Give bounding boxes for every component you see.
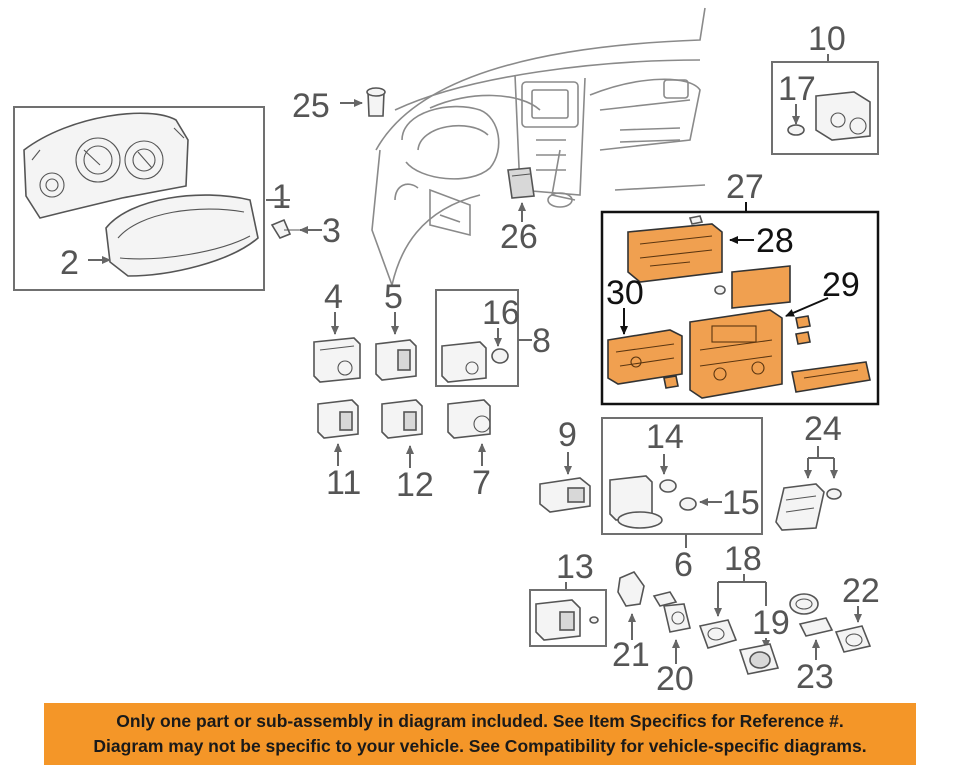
callout-15: 15 — [722, 484, 760, 522]
callout-7: 7 — [472, 464, 491, 502]
part-2-cluster-lens — [105, 194, 259, 277]
callout-26: 26 — [500, 218, 538, 256]
callout-5: 5 — [384, 278, 403, 316]
callout-9: 9 — [558, 416, 577, 454]
part-4-switch — [313, 337, 361, 383]
part-23-ring — [789, 593, 834, 637]
callout-28: 28 — [756, 222, 794, 260]
callout-12: 12 — [396, 466, 434, 504]
callout-21: 21 — [612, 636, 650, 674]
callout-10: 10 — [808, 20, 846, 58]
disclaimer-line-1: Only one part or sub-assembly in diagram… — [116, 711, 844, 731]
group-box-27 — [600, 210, 880, 406]
callout-27: 27 — [726, 168, 764, 206]
leader-29 — [785, 297, 829, 317]
part-11-switch — [317, 399, 359, 439]
group-box-10 — [771, 61, 879, 155]
callout-13: 13 — [556, 548, 594, 586]
callout-1: 1 — [272, 178, 291, 216]
callout-30: 30 — [606, 274, 644, 312]
part-8-switch — [441, 341, 509, 383]
callout-3: 3 — [322, 212, 341, 250]
callout-23: 23 — [796, 658, 834, 696]
part-13-switch — [535, 599, 599, 641]
leader-24 — [808, 446, 834, 459]
leader-18 — [718, 574, 766, 583]
part-21-bracket — [617, 571, 645, 607]
callout-8: 8 — [532, 322, 551, 360]
callout-16: 16 — [482, 294, 520, 332]
part-25-clip — [340, 87, 386, 117]
part-19-lighter — [738, 643, 780, 675]
part-30-control-panel — [607, 329, 683, 385]
part-9-switch — [539, 477, 591, 513]
callout-17: 17 — [778, 70, 816, 108]
callout-22: 22 — [842, 572, 880, 610]
callout-14: 14 — [646, 418, 684, 456]
part-18-socket — [698, 619, 738, 649]
part-climate-control-unit — [663, 309, 871, 399]
callout-18: 18 — [724, 540, 762, 578]
part-22-socket — [834, 625, 872, 653]
callout-2: 2 — [60, 244, 79, 282]
callout-19: 19 — [752, 604, 790, 642]
part-instrument-cluster — [23, 112, 189, 219]
part-10-switch — [787, 91, 871, 141]
group-box-6 — [601, 417, 763, 535]
part-7-switch — [447, 399, 491, 439]
part-3-screw — [270, 218, 322, 239]
callout-29: 29 — [822, 266, 860, 304]
part-20-socket — [652, 591, 691, 633]
part-6-switch — [609, 475, 697, 529]
part-24-switch — [775, 483, 842, 531]
callout-4: 4 — [324, 278, 343, 316]
callout-11: 11 — [326, 464, 361, 502]
disclaimer-banner: Only one part or sub-assembly in diagram… — [44, 703, 916, 765]
callout-20: 20 — [656, 660, 694, 698]
dashboard-outline — [371, 7, 706, 286]
part-28-control-module — [627, 215, 723, 283]
part-12-switch — [381, 399, 423, 439]
disclaimer-line-2: Diagram may not be specific to your vehi… — [93, 736, 867, 756]
group-box-1 — [13, 106, 265, 291]
group-box-8 — [435, 289, 519, 387]
part-26-switch — [507, 167, 535, 222]
callout-24: 24 — [804, 410, 842, 448]
callout-6: 6 — [674, 546, 693, 584]
group-box-13 — [529, 589, 607, 647]
callout-25: 25 — [292, 87, 330, 125]
part-5-switch — [375, 339, 417, 381]
part-29-display-panel — [714, 265, 791, 309]
